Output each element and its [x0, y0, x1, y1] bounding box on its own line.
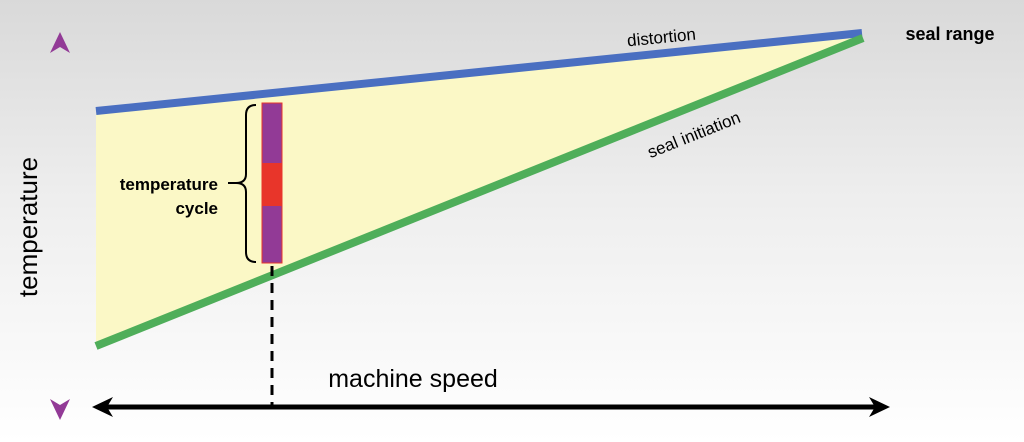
- cycle-label-line2: cycle: [175, 199, 218, 218]
- arrow-down-head: [50, 399, 70, 420]
- arrow-right-head: [869, 397, 890, 417]
- arrow-up-head: [50, 32, 70, 53]
- cycle-bar-top: [262, 103, 282, 163]
- seal-range-label: seal range: [905, 24, 994, 44]
- distortion-label: distortion: [626, 25, 697, 51]
- seal-initiation-line: [94, 34, 865, 350]
- arrow-left-head: [92, 397, 113, 417]
- x-axis-label: machine speed: [328, 365, 498, 393]
- y-axis-label: temperature: [13, 157, 43, 297]
- cycle-bar-bottom: [262, 206, 282, 263]
- distortion-line: [95, 29, 863, 115]
- cycle-bar-middle: [262, 163, 282, 206]
- cycle-label-line1: temperature: [120, 175, 218, 194]
- cycle-bar-outline: [261, 102, 283, 264]
